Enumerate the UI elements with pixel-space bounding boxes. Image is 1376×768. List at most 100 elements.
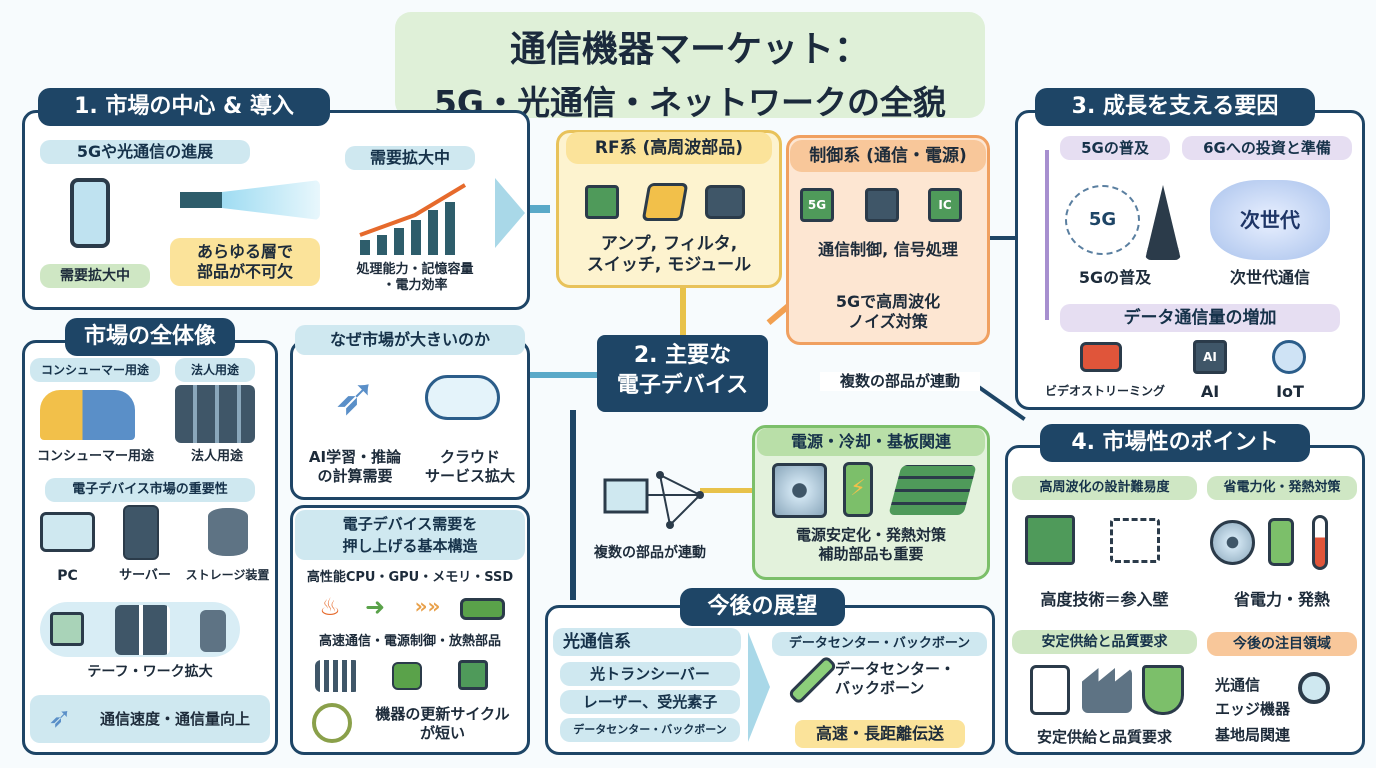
chevrons-icon: »» <box>414 594 441 618</box>
storage-icon <box>208 508 248 556</box>
device-server: サーバー <box>119 568 171 583</box>
why-panel <box>290 340 530 500</box>
center-label: あらゆる層で 部品が不可欠 <box>170 238 320 286</box>
control-header: 制御系 (通信・電源) <box>790 140 986 172</box>
title-line1: 通信機器マーケット： <box>509 29 870 70</box>
connector <box>570 410 576 600</box>
connector <box>700 488 755 493</box>
outlook-right-text: データセンター・ バックボーン <box>835 660 956 697</box>
importance-label: 電子デバイス市場の重要性 <box>45 478 255 502</box>
speed-label: 通信速度・通信量向上 <box>99 710 250 728</box>
device-pc: PC <box>57 568 78 584</box>
section1-header: 1. 市場の中心 & 導入 <box>38 88 330 126</box>
power-header: 電源・冷却・基板関連 <box>757 428 985 456</box>
video-icon <box>1080 342 1122 372</box>
tag-corporate: 法人用途 <box>175 358 255 382</box>
heatsink-icon <box>315 660 360 692</box>
structure-line2: 高速通信・電源制御・放熱部品 <box>318 634 501 649</box>
outlook-left-title: 光通信系 <box>553 628 741 656</box>
outlook-left-item: データセンター・バックボーン <box>560 718 740 742</box>
rack-icon <box>115 605 170 655</box>
connector <box>530 372 600 378</box>
power-note: 電源安定化・発熱対策 補助部品も重要 <box>795 526 946 563</box>
globe-icon <box>1272 340 1306 374</box>
caption-corporate: 法人用途 <box>190 449 243 464</box>
battery-icon <box>1268 518 1294 566</box>
control-note: 5Gで高周波化 ノイズ対策 <box>835 292 941 331</box>
smartphone-icon <box>70 178 110 248</box>
fan-icon <box>772 463 827 518</box>
shield-check-icon <box>1142 665 1184 715</box>
future-item: 基地局関連 <box>1215 726 1291 744</box>
point-future: 今後の注目領域 <box>1207 632 1357 656</box>
point-power: 省電力化・発熱対策 <box>1207 476 1357 500</box>
battery-icon: ⚡ <box>843 462 873 517</box>
control-label: 通信制御, 信号処理 <box>818 240 958 259</box>
outlook-result: 高速・長距離伝送 <box>795 720 965 748</box>
checklist-icon <box>1030 665 1070 715</box>
progress-label: 5Gや光通信の進展 <box>40 140 250 164</box>
ic-chip-icon: IC <box>928 188 962 222</box>
outlook-left-item: レーザー、受光素子 <box>560 690 740 714</box>
item-video: ビデオストリーミング <box>1045 384 1166 398</box>
rocket-icon: ➶ <box>333 367 377 427</box>
caption-next-gen: 次世代通信 <box>1229 268 1310 287</box>
5g-chip-icon: 5G <box>800 188 834 222</box>
chip-icon <box>1025 515 1075 565</box>
cloud-chip-icon <box>425 375 500 420</box>
ai-chip-icon: AI <box>1193 340 1227 374</box>
section4-header: 4. 市場性のポイント <box>1040 424 1310 462</box>
outlook-header: 今後の展望 <box>680 588 845 626</box>
next-gen-globe-icon: 次世代 <box>1210 180 1330 260</box>
demand-right: 需要拡大中 <box>345 146 475 170</box>
server-icon <box>123 505 159 560</box>
multi-caption: 複数の部品が連動 <box>594 545 706 561</box>
tower-icon <box>200 610 226 652</box>
item-iot: IoT <box>1276 382 1304 401</box>
connector <box>530 205 550 213</box>
connector <box>680 288 686 338</box>
network-diagram-icon <box>603 471 704 529</box>
structure-line1: 高性能CPU・GPU・メモリ・SSD <box>306 570 514 585</box>
sub-5g: 5Gの普及 <box>1060 136 1170 160</box>
cycle-label: 機器の更新サイクル が短い <box>375 705 510 742</box>
laptop-icon <box>40 512 95 552</box>
filter-icon <box>641 183 689 221</box>
why-item2: クラウド サービス拡大 <box>424 448 515 485</box>
arrow-icon: ➜ <box>364 593 386 621</box>
fan-icon <box>1210 520 1255 565</box>
circuit-board-icon <box>888 465 977 515</box>
thermometer-icon <box>1312 515 1328 570</box>
speed-banner <box>30 695 270 743</box>
magnifier-icon <box>1298 672 1330 704</box>
caption-power: 省電力・発熱 <box>1233 590 1330 609</box>
divider <box>1045 150 1049 320</box>
why-header: なぜ市場が大きいのか <box>295 325 525 355</box>
caption-quality: 安定供給と品質要求 <box>1036 728 1172 746</box>
connector <box>990 236 1020 240</box>
people-laptop-icon <box>40 390 135 440</box>
tag-consumer: コンシューマー用途 <box>30 358 160 382</box>
expand-label: テーフ・ワーク拡大 <box>87 664 213 680</box>
cpu-icon <box>50 612 84 646</box>
metrics-label: 処理能力・記憶容量 ・電力効率 <box>356 262 474 294</box>
module-icon <box>705 185 745 219</box>
section3-header: 3. 成長を支える要因 <box>1035 88 1315 126</box>
rf-items: アンプ, フィルタ, スイッチ, モジュール <box>586 234 752 276</box>
center-link-label: 複数の部品が連動 <box>820 372 980 391</box>
overview-header: 市場の全体像 <box>65 318 235 356</box>
future-item: エッジ機器 <box>1215 700 1291 718</box>
why-item1: AI学習・推論 の計算需要 <box>308 448 402 485</box>
5g-network-icon: 5G <box>1065 185 1140 255</box>
center-node: 2. 主要な 電子デバイス <box>597 335 768 412</box>
sub-6g: 6Gへの投資と準備 <box>1182 136 1352 160</box>
demand-left: 需要拡大中 <box>40 264 150 288</box>
fire-icon: ♨ <box>319 593 341 621</box>
cycle-clock-icon <box>312 703 352 743</box>
rocket-icon: ➶ <box>48 701 72 734</box>
circuit-icon <box>1110 518 1160 563</box>
memory-board-icon <box>460 598 505 620</box>
point-design: 高周波化の設計難易度 <box>1012 476 1197 500</box>
point-quality: 安定供給と品質要求 <box>1012 630 1197 654</box>
title-box: 通信機器マーケット： 5G・光通信・ネットワークの全貌 <box>395 12 985 122</box>
